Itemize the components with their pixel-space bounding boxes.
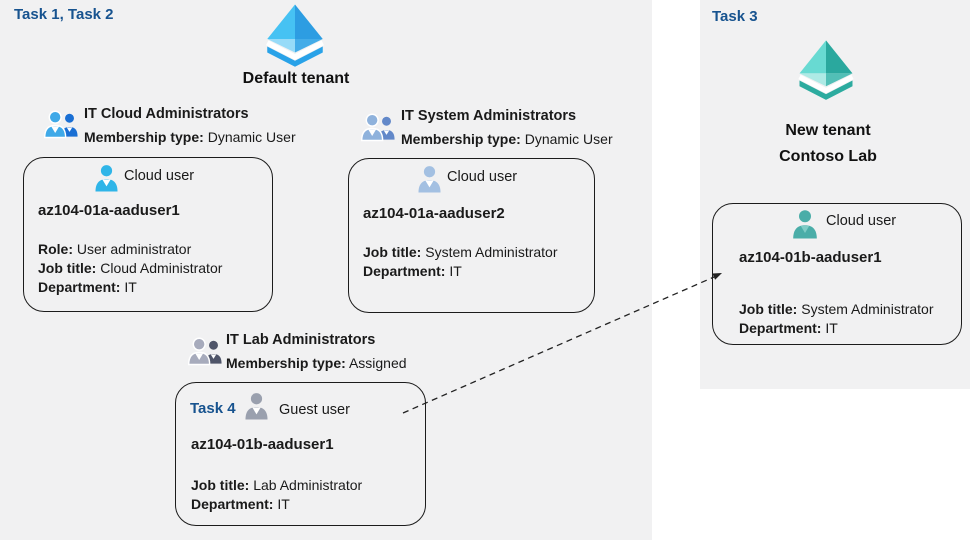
cloud-user-icon — [95, 165, 118, 192]
membership-label: Membership type: — [84, 129, 204, 145]
membership-value: Assigned — [348, 355, 407, 371]
field-row: Role: User administrator — [38, 240, 222, 259]
field-label: Department: — [191, 496, 274, 512]
task-1-2-label: Task 1, Task 2 — [14, 6, 114, 23]
field-row: Department: IT — [191, 495, 362, 514]
field-row: Department: IT — [38, 278, 222, 297]
membership-value: Dynamic User — [524, 131, 613, 147]
user-card: Cloud user az104-01b-aaduser1 Job title:… — [712, 203, 962, 345]
field-label: Department: — [38, 279, 121, 295]
field-row: Job title: System Administrator — [363, 243, 558, 262]
field-label: Department: — [739, 320, 822, 336]
task-4-label: Task 4 — [190, 400, 236, 417]
default-tenant-name: Default tenant — [242, 70, 350, 87]
membership-label: Membership type: — [226, 355, 346, 371]
field-value: System Administrator — [801, 301, 934, 317]
default-tenant-panel — [0, 0, 652, 540]
membership-label: Membership type: — [401, 131, 521, 147]
membership-line: Membership type: Dynamic User — [84, 129, 296, 145]
field-row: Job title: Lab Administrator — [191, 476, 362, 495]
field-value: IT — [449, 263, 462, 279]
field-value: Cloud Administrator — [100, 260, 223, 276]
guest-user-icon — [245, 393, 268, 420]
group-name: IT Lab Administrators — [226, 332, 376, 348]
field-row: Department: IT — [363, 262, 558, 281]
field-value: IT — [124, 279, 137, 295]
guest-user-card: Task 4 Guest user az104-01b-aaduser1 Job… — [175, 382, 426, 526]
field-label: Role: — [38, 241, 73, 257]
user-type-label: Cloud user — [826, 213, 897, 229]
field-row: Job title: System Administrator — [739, 300, 934, 319]
task-3-label: Task 3 — [712, 8, 758, 25]
username: az104-01a-aaduser1 — [38, 202, 180, 219]
field-value: IT — [277, 496, 290, 512]
user-fields: Role: User administrator Job title: Clou… — [38, 240, 222, 297]
field-label: Job title: — [363, 244, 422, 260]
user-fields: Job title: System Administrator Departme… — [363, 243, 558, 281]
new-tenant-name-line2: Contoso Lab — [779, 148, 877, 165]
field-value: Lab Administrator — [253, 477, 363, 493]
field-value: IT — [825, 320, 838, 336]
username: az104-01b-aaduser1 — [191, 436, 334, 453]
user-type-label: Guest user — [279, 402, 350, 418]
user-fields: Job title: Lab Administrator Department:… — [191, 476, 362, 514]
username: az104-01b-aaduser1 — [739, 249, 882, 266]
field-label: Department: — [363, 263, 446, 279]
membership-value: Dynamic User — [207, 129, 296, 145]
group-name: IT Cloud Administrators — [84, 106, 249, 122]
membership-line: Membership type: Assigned — [226, 355, 407, 371]
group-icon — [44, 110, 78, 139]
user-type-label: Cloud user — [124, 168, 195, 184]
new-tenant-name-line1: New tenant — [785, 122, 871, 139]
group-icon — [361, 113, 395, 142]
user-card: Cloud user az104-01a-aaduser2 Job title:… — [348, 158, 595, 313]
cloud-user-icon — [793, 210, 817, 239]
azure-ad-tenant-icon-teal — [798, 40, 854, 100]
group-name: IT System Administrators — [401, 108, 577, 124]
field-value: System Administrator — [425, 244, 558, 260]
username: az104-01a-aaduser2 — [363, 205, 505, 222]
field-label: Job title: — [38, 260, 97, 276]
field-row: Job title: Cloud Administrator — [38, 259, 222, 278]
user-type-label: Cloud user — [447, 169, 518, 185]
azure-ad-tenant-icon — [266, 4, 324, 67]
user-fields: Job title: System Administrator Departme… — [739, 300, 934, 338]
field-label: Job title: — [739, 301, 798, 317]
group-icon — [188, 337, 222, 366]
user-card: Cloud user az104-01a-aaduser1 Role: User… — [23, 157, 273, 312]
membership-line: Membership type: Dynamic User — [401, 131, 613, 147]
field-label: Job title: — [191, 477, 250, 493]
field-value: User administrator — [76, 241, 192, 257]
cloud-user-icon — [418, 166, 441, 193]
field-row: Department: IT — [739, 319, 934, 338]
